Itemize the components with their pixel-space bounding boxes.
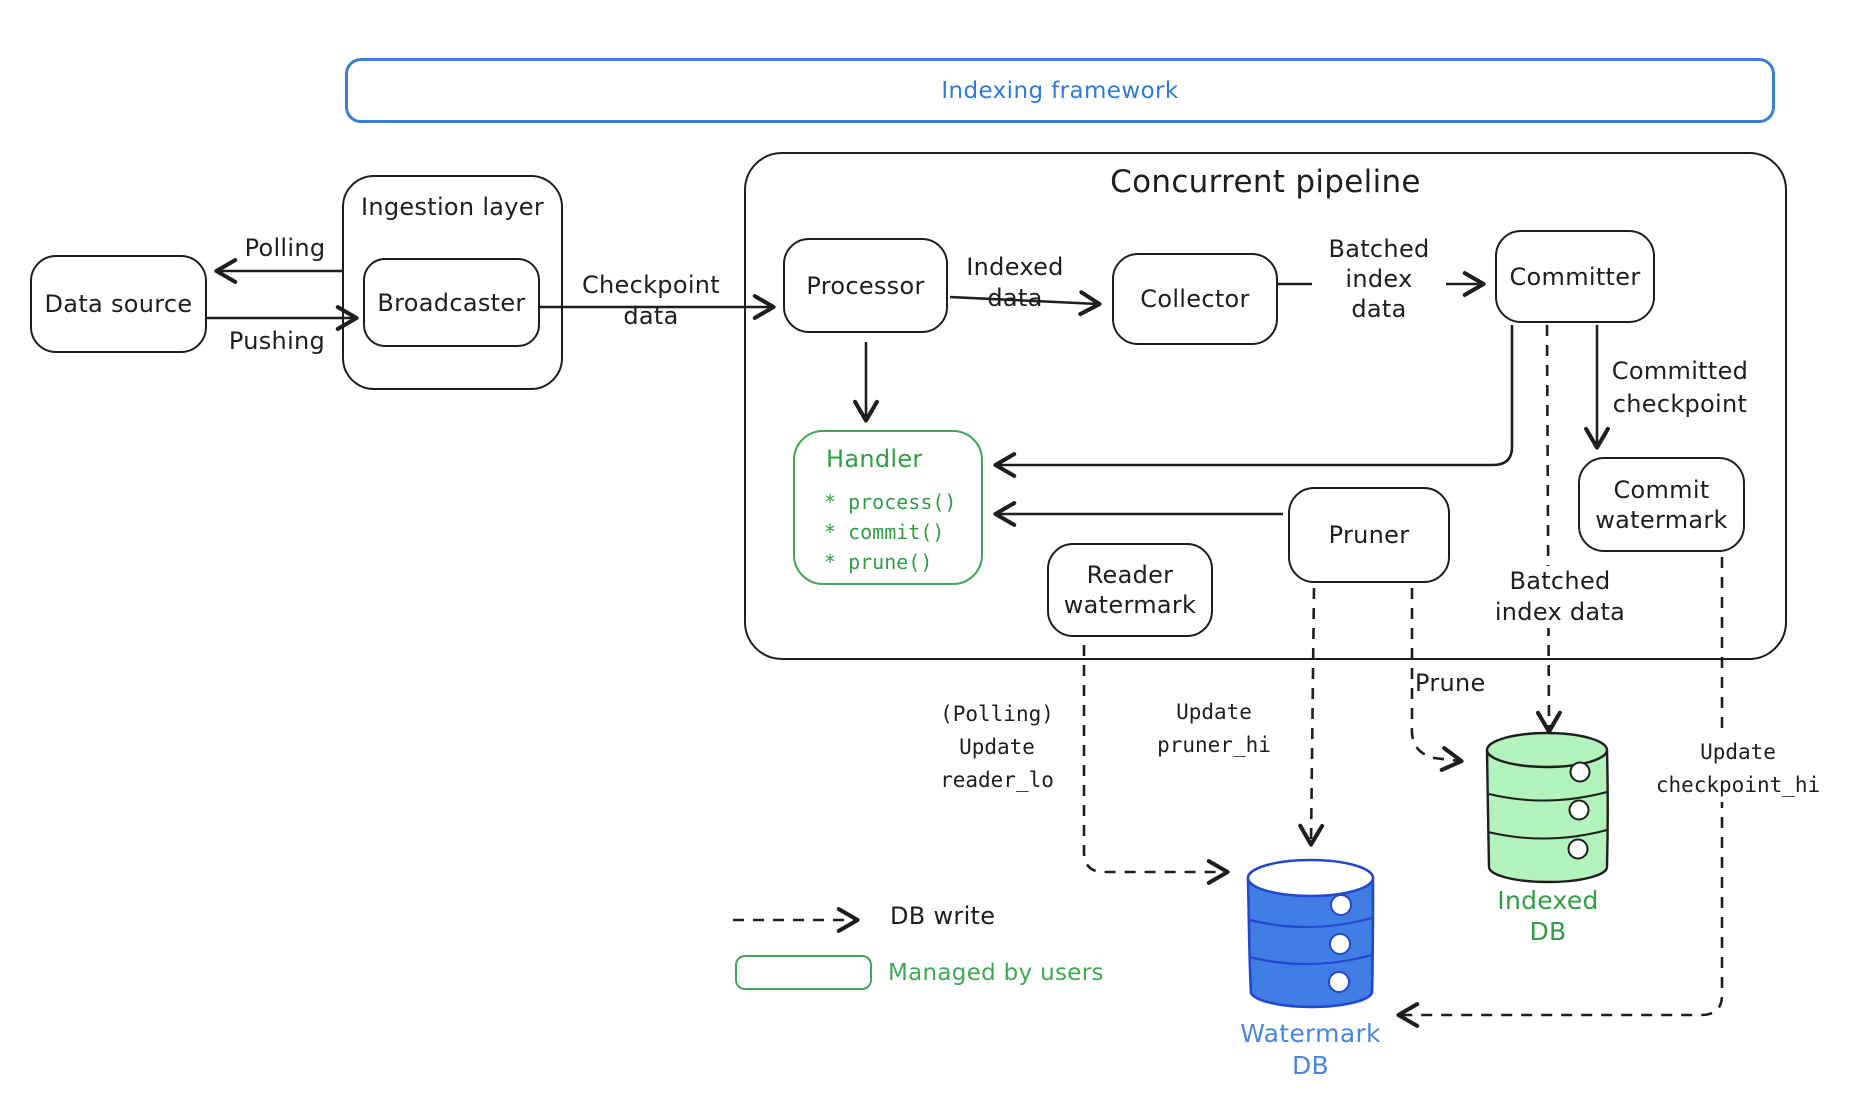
- handler-title: Handler: [826, 445, 923, 473]
- handler-node: [793, 430, 983, 585]
- concurrent-pipeline-title: Concurrent pipeline: [1110, 164, 1421, 200]
- processor-label: Processor: [806, 271, 925, 300]
- committer-node: Committer: [1495, 230, 1655, 323]
- reader-watermark-node: Reader watermark: [1047, 543, 1213, 637]
- pruner-node: Pruner: [1288, 487, 1450, 583]
- indexed-data-edge-label: Indexed data: [966, 253, 1064, 312]
- pruner-label: Pruner: [1328, 521, 1410, 549]
- batched-index-data-bottom-label: Batched index data: [1478, 566, 1642, 628]
- collector-label: Collector: [1140, 285, 1250, 313]
- prune-edge-label: Prune: [1415, 669, 1486, 697]
- legend-managed-swatch: [735, 955, 872, 990]
- broadcaster-label: Broadcaster: [377, 288, 526, 317]
- committer-label: Committer: [1509, 262, 1641, 291]
- batched-index-data-top-label: Batched index data: [1312, 234, 1446, 324]
- watermark-db-cylinder: [1246, 858, 1375, 1009]
- indexing-framework-banner: Indexing framework: [345, 58, 1775, 123]
- indexed-db-label: Indexed DB: [1497, 886, 1599, 946]
- commit-watermark-node: Commit watermark: [1578, 457, 1745, 552]
- data-source-label: Data source: [44, 290, 193, 318]
- ingestion-layer-label: Ingestion layer: [360, 193, 545, 221]
- broadcaster-node: Broadcaster: [363, 258, 540, 347]
- watermark-db-label: Watermark DB: [1240, 1019, 1381, 1080]
- concurrent-pipeline-group: [744, 152, 1787, 660]
- committed-checkpoint-label: Committed checkpoint: [1611, 357, 1749, 418]
- legend-managed-by-users-label: Managed by users: [888, 960, 1104, 986]
- indexing-framework-label: Indexing framework: [941, 77, 1179, 104]
- commit-watermark-label: Commit watermark: [1595, 475, 1728, 534]
- update-reader-lo-label: (Polling) Update reader_lo: [940, 702, 1054, 792]
- checkpoint-data-edge-label: Checkpoint data: [581, 271, 721, 330]
- processor-node: Processor: [783, 238, 948, 333]
- update-pruner-hi-label: Update pruner_hi: [1157, 700, 1271, 757]
- indexed-db-cylinder: [1485, 731, 1609, 884]
- update-checkpoint-hi-label: Update checkpoint_hi: [1632, 736, 1844, 802]
- legend-db-write-label: DB write: [890, 902, 996, 930]
- reader-watermark-label: Reader watermark: [1063, 561, 1197, 619]
- polling-edge-label: Polling: [244, 234, 326, 262]
- data-source-node: Data source: [30, 255, 207, 353]
- ingestion-layer-group: Ingestion layer: [342, 175, 563, 390]
- collector-node: Collector: [1112, 253, 1278, 345]
- pushing-edge-label: Pushing: [228, 327, 326, 355]
- handler-methods: * process() * commit() * prune(): [824, 490, 957, 574]
